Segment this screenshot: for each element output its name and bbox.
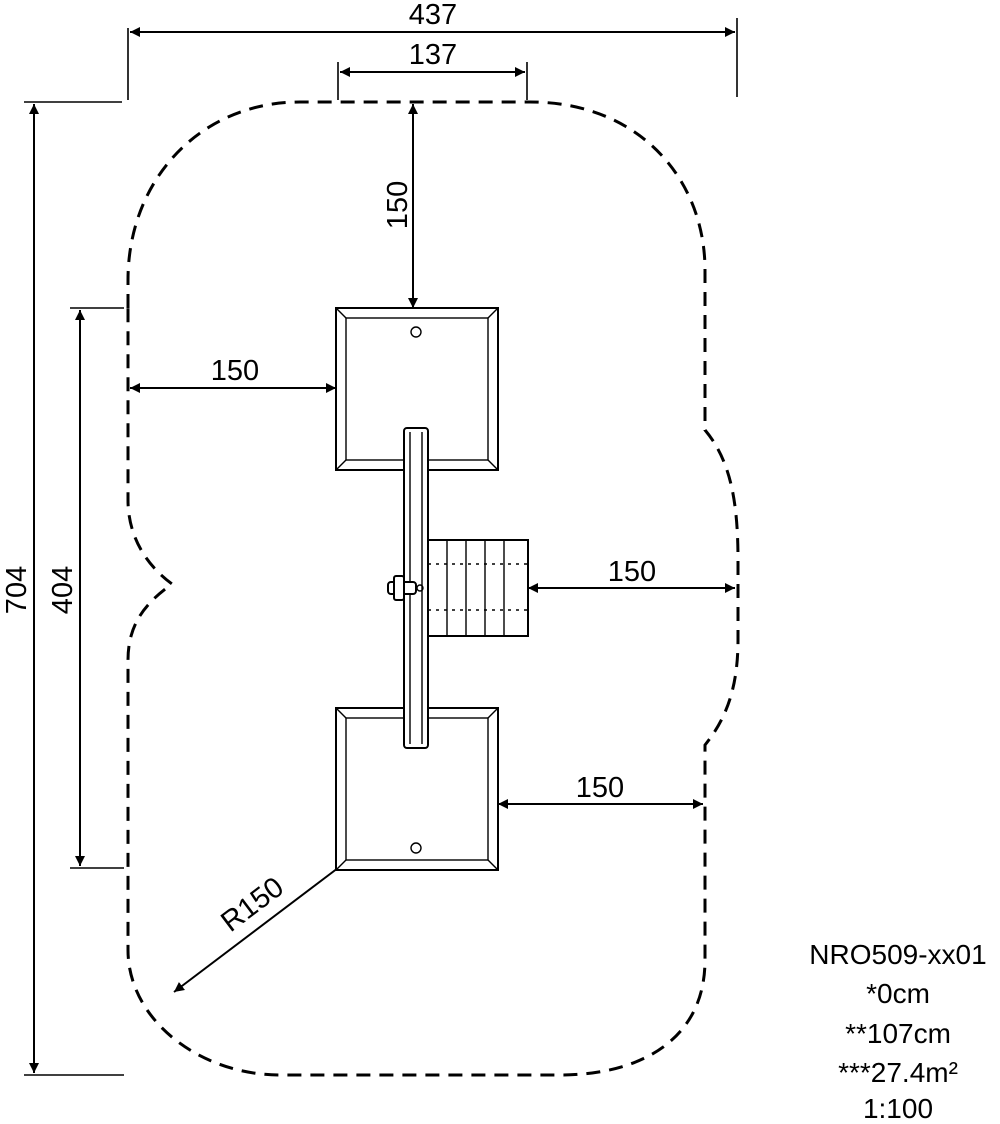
free-fall-height: *0cm [866,978,930,1009]
safety-zone-outline [126,100,740,1077]
top-bolt-hole [410,326,422,338]
width-137-label: 137 [409,39,457,71]
height-404-label: 404 [47,566,79,614]
height-704-label: 704 [1,566,33,614]
slatted-bench [427,539,529,637]
bottom-bolt-hole [410,842,422,854]
radius-label: R150 [215,871,290,938]
extension-lines [24,18,738,1076]
scale: 1:100 [863,1093,933,1124]
radius-dimension-line [173,867,339,993]
equipment-height: **107cm [845,1018,951,1049]
bottom-right-clearance-label: 150 [576,772,624,804]
dimension-lines [29,27,735,1073]
pivot-handle [387,575,424,601]
width-437-label: 437 [409,0,457,31]
safety-area: ***27.4m² [838,1057,958,1088]
info-block: NRO509-xx01 *0cm **107cm ***27.4m² 1:100 [809,939,986,1124]
left-clearance-label: 150 [211,355,259,387]
top-clearance-label: 150 [382,181,414,229]
right-clearance-label: 150 [608,556,656,588]
product-code: NRO509-xx01 [809,939,986,970]
